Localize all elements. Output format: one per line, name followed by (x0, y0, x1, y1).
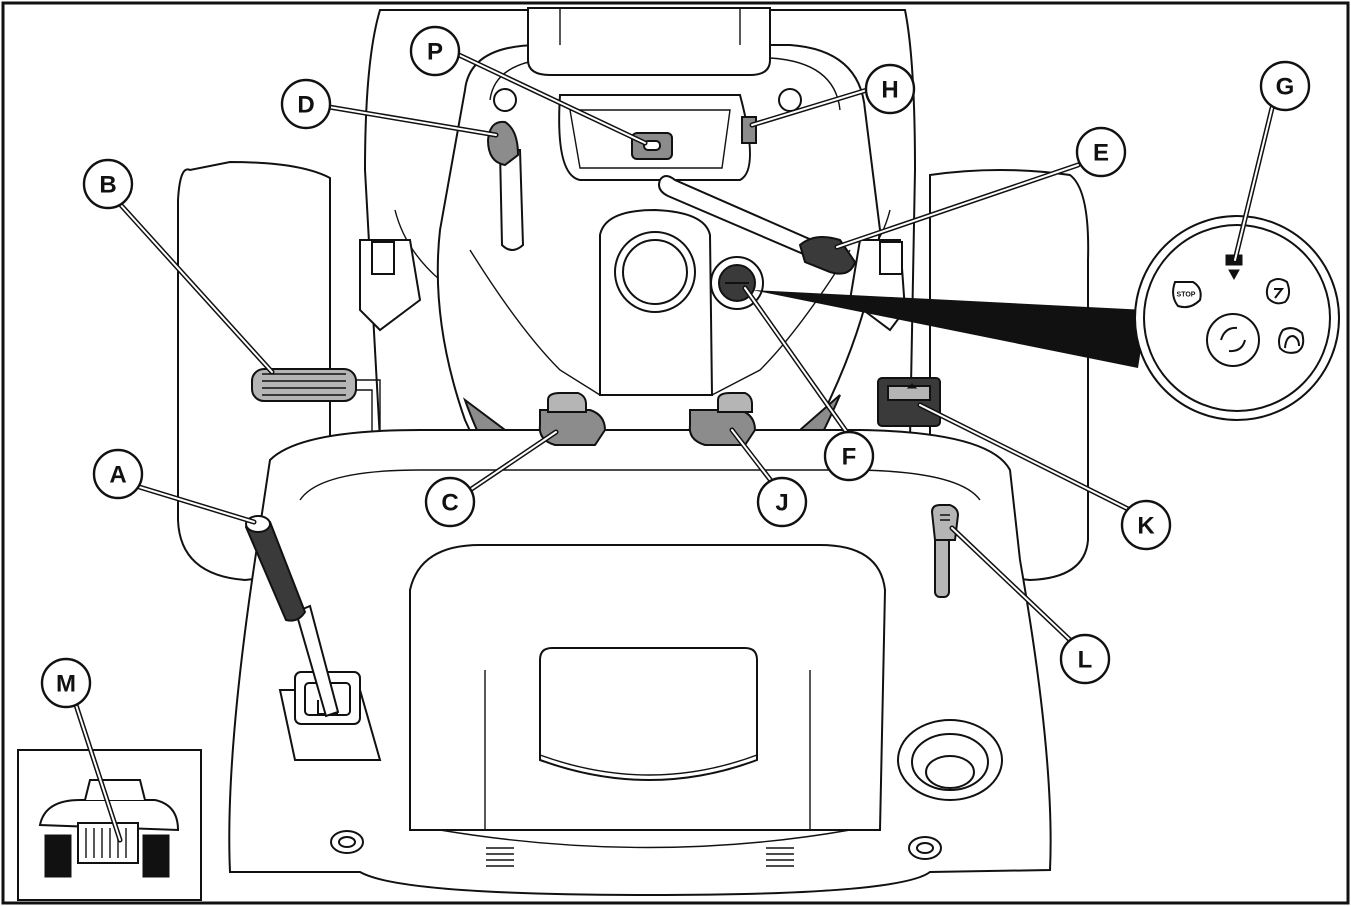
headlight-switch (741, 116, 757, 144)
pto-lever-c (538, 392, 607, 446)
svg-text:P: P (427, 39, 443, 66)
leader-lines (73, 52, 1275, 843)
blade-switch (877, 377, 941, 427)
svg-text:L: L (1078, 647, 1093, 674)
throttle-lever (486, 120, 525, 251)
callout-h: H (864, 63, 916, 115)
svg-text:E: E (1093, 140, 1109, 167)
svg-text:B: B (99, 172, 116, 199)
seat-springs (486, 847, 794, 867)
start-icon (1278, 327, 1305, 354)
svg-text:F: F (842, 444, 857, 471)
inset-m (17, 749, 202, 901)
speed-control-lever (244, 515, 382, 761)
callout-p: P (409, 25, 461, 77)
brake-pedal (251, 368, 381, 440)
callout-b: B (82, 158, 134, 210)
cup-holder (897, 719, 1003, 801)
svg-text:A: A (109, 462, 126, 489)
svg-text:C: C (441, 490, 458, 517)
choke-icon (1265, 278, 1291, 305)
ignition-detail-inset: STOP (752, 215, 1340, 421)
svg-text:J: J (775, 490, 788, 517)
svg-text:STOP: STOP (1177, 292, 1196, 299)
svg-text:H: H (881, 77, 898, 104)
callout-l: L (1059, 633, 1111, 685)
ignition-detail-pointer (752, 290, 1147, 368)
callout-k: K (1120, 499, 1172, 551)
callouts: P D H G E B F C (40, 25, 1311, 709)
callout-m: M (40, 657, 92, 709)
callout-g: G (1259, 60, 1311, 112)
callout-a: A (92, 448, 144, 500)
svg-text:G: G (1276, 74, 1295, 101)
callout-f: F (823, 430, 875, 482)
callout-e: E (1075, 126, 1127, 178)
callout-j: J (756, 476, 808, 528)
svg-text:K: K (1137, 513, 1155, 540)
callout-d: D (280, 78, 332, 130)
callout-c: C (424, 476, 476, 528)
stop-icon: STOP (1172, 281, 1202, 309)
svg-text:M: M (56, 671, 76, 698)
cutting-height-lever (930, 504, 960, 598)
ignition-switch (710, 256, 764, 310)
svg-text:D: D (297, 92, 314, 119)
